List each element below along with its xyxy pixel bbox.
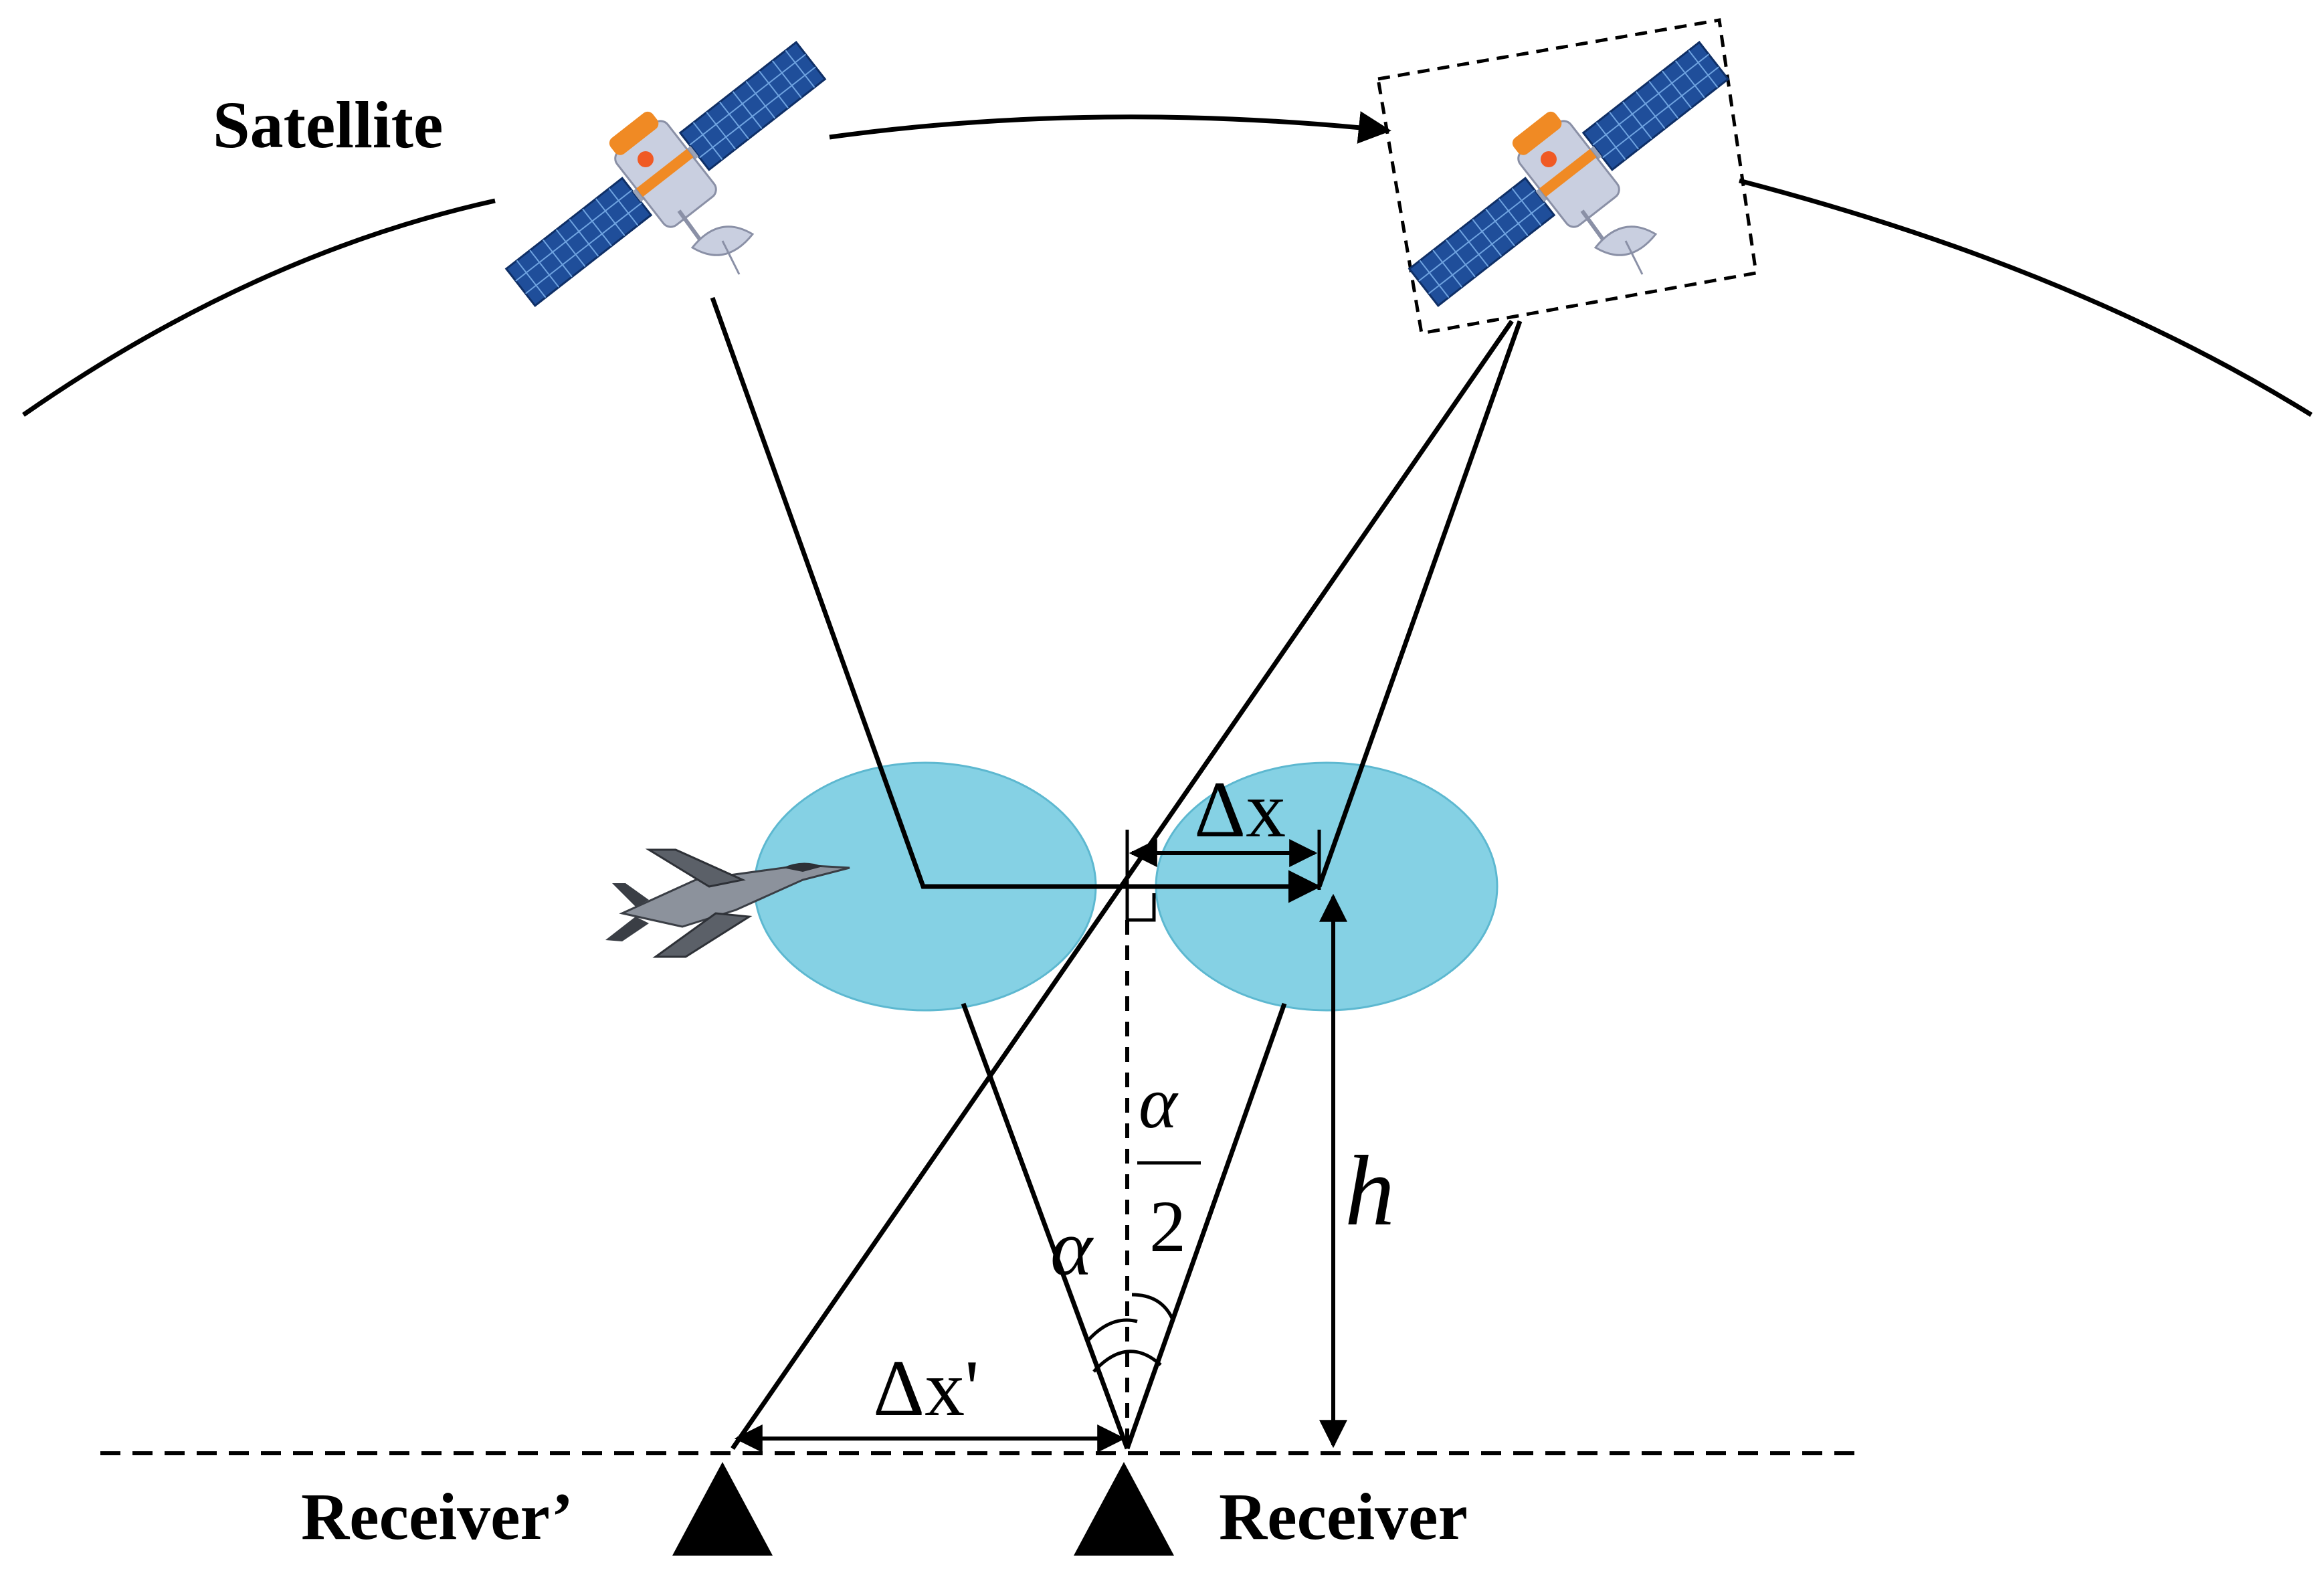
delta-x-label: Δx xyxy=(1194,765,1286,854)
orbit-arc-middle xyxy=(829,111,1391,144)
satellite-icon xyxy=(506,42,826,306)
alpha-label: α xyxy=(1050,1203,1094,1292)
signal-ray-to-receiver-prime xyxy=(731,320,1514,1450)
signal-ray-lower-2 xyxy=(1125,1002,1287,1450)
height-label: h xyxy=(1345,1135,1395,1246)
receiver-prime-icon xyxy=(672,1462,773,1556)
angle-alpha-half-arc xyxy=(1131,1293,1174,1319)
right-angle-mark xyxy=(1127,893,1156,922)
satellite-label: Satellite xyxy=(213,88,443,162)
orbit-arc-right xyxy=(1739,178,2313,417)
signal-ray-to-receiver-1 xyxy=(961,1002,1130,1450)
alpha-half-numerator: α xyxy=(1139,1062,1179,1143)
satellite-icon-moved xyxy=(1410,42,1729,306)
receiver-label: Receiver xyxy=(1219,1479,1468,1554)
fighter-jet-icon xyxy=(605,848,850,958)
delta-x-prime-label: Δx' xyxy=(873,1344,979,1433)
receiver-icon xyxy=(1074,1462,1174,1556)
receiver-prime-label: Receiver’ xyxy=(301,1479,573,1554)
signal-ray-to-receiver-2 xyxy=(1317,320,1523,888)
angle-alpha-arc xyxy=(1086,1318,1138,1343)
alpha-half-denominator: 2 xyxy=(1149,1186,1186,1267)
orbit-arc-left xyxy=(22,198,496,417)
angle-alpha-arc-2 xyxy=(1092,1350,1162,1373)
satellite-new-position-box xyxy=(1376,18,1758,335)
signal-path-satellite-1 xyxy=(710,296,1321,903)
